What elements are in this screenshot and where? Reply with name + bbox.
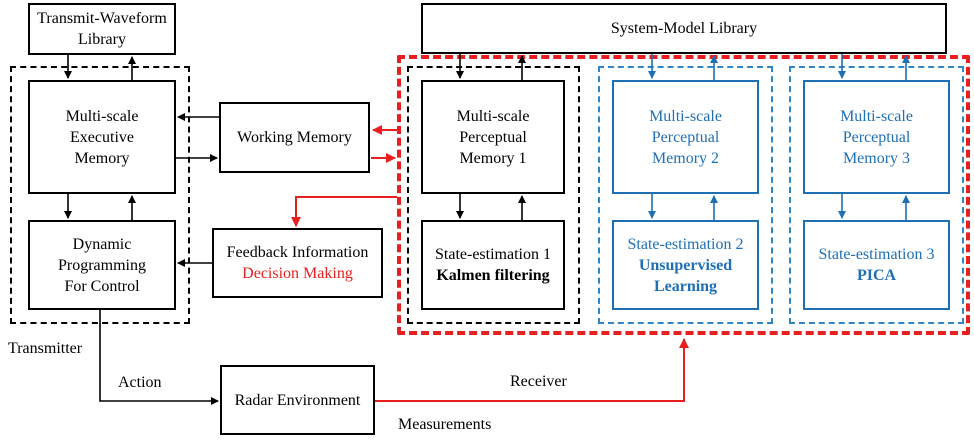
perceptual-memory-1-box: Multi-scale Perceptual Memory 1 <box>421 80 565 194</box>
state-estimation-2-box: State-estimation 2 Unsupervised Learning <box>612 220 759 310</box>
state-estimation-1-box: State-estimation 1 Kalmen filtering <box>421 220 565 310</box>
box-text: Executive <box>70 128 134 146</box>
box-text: Perceptual <box>842 128 911 146</box>
box-text: Multi-scale <box>649 107 722 125</box>
working-memory-box: Working Memory <box>219 102 370 173</box>
box-text: State-estimation 2 <box>627 235 744 253</box>
receiver-subgroup-3 <box>789 66 964 324</box>
box-text: Multi-scale <box>65 107 139 125</box>
box-text: Memory 1 <box>459 149 527 167</box>
arrow-action-to-radar <box>99 310 219 405</box>
transmitter-label: Transmitter <box>8 340 83 357</box>
box-text: Dynamic <box>72 235 132 253</box>
feedback-decision-box: Feedback Information Decision Making <box>212 228 383 298</box>
box-text: Multi-scale <box>456 107 530 125</box>
box-text: Decision Making <box>242 265 353 282</box>
action-label: Action <box>118 374 162 391</box>
box-text: System-Model Library <box>610 20 758 37</box>
box-text: Perceptual <box>459 128 527 146</box>
box-text: Working Memory <box>237 129 352 146</box>
arrow-receiver-to-feedback <box>291 196 397 227</box>
box-text: Transmit-Waveform <box>37 10 167 27</box>
receiver-label: Receiver <box>510 373 567 390</box>
state-estimation-3-box: State-estimation 3 PICA <box>803 220 950 310</box>
dynamic-programming-box: Dynamic Programming For Control <box>28 220 176 310</box>
box-text: State-estimation 1 <box>435 246 551 263</box>
box-text: Programming <box>58 256 146 274</box>
box-text: Perceptual <box>651 128 720 146</box>
box-text: PICA <box>856 267 897 284</box>
measurements-label: Measurements <box>398 416 492 433</box>
box-text: Radar Environment <box>234 391 361 409</box>
perceptual-memory-2-box: Multi-scale Perceptual Memory 2 <box>612 80 759 194</box>
box-text: Feedback Information <box>226 244 369 261</box>
receiver-group <box>397 55 970 335</box>
receiver-subgroup-1 <box>407 66 580 324</box>
system-model-library-box: System-Model Library <box>421 3 947 54</box>
box-text: State-estimation 3 <box>818 246 935 263</box>
perceptual-memory-3-box: Multi-scale Perceptual Memory 3 <box>803 80 950 194</box>
radar-environment-box: Radar Environment <box>220 365 375 435</box>
box-text: Memory 2 <box>651 149 720 167</box>
box-text: Memory 3 <box>842 149 911 167</box>
box-text: Memory <box>74 149 130 167</box>
box-text: Multi-scale <box>840 107 913 125</box>
box-text: For Control <box>64 277 140 295</box>
arrow-radar-to-receiver <box>375 338 689 402</box>
box-text: Learning <box>653 277 718 295</box>
box-text: Kalmen filtering <box>436 267 550 284</box>
receiver-subgroup-2 <box>598 66 773 324</box>
box-text: Library <box>78 31 126 48</box>
box-text: Unsupervised <box>638 256 733 274</box>
executive-memory-box: Multi-scale Executive Memory <box>28 80 176 194</box>
transmit-waveform-library-box: Transmit-Waveform Library <box>28 3 176 55</box>
